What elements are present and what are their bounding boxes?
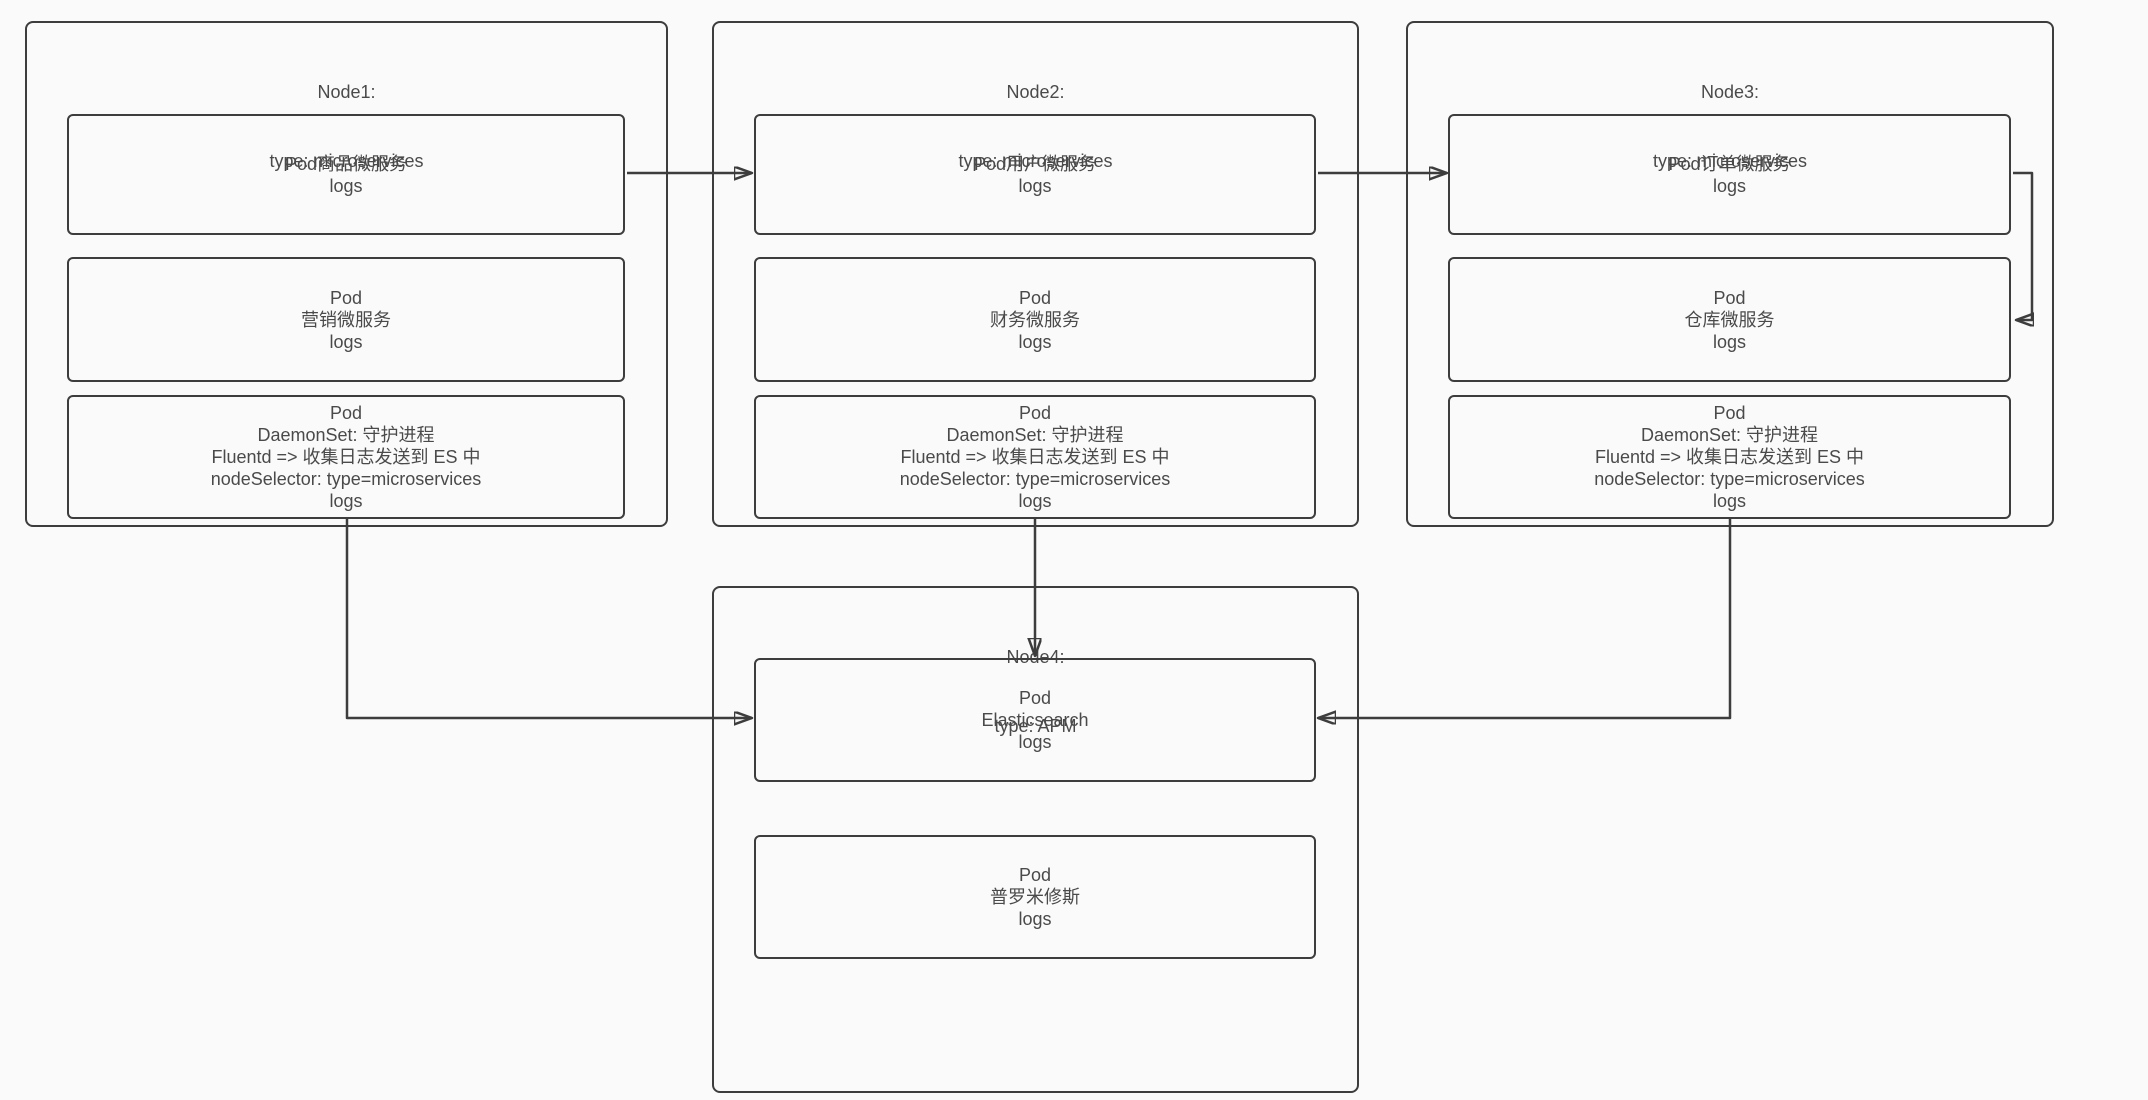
pod-fluentd-daemonset-node3: Pod DaemonSet: 守护进程 Fluentd => 收集日志发送到 E…: [1448, 395, 2011, 519]
pod-text-line: Pod: [1018, 865, 1052, 885]
pod-text-line: Pod用户微服务: [973, 153, 1097, 174]
pod-elasticsearch: Pod Elasticsearch logs: [754, 658, 1316, 782]
pod-text-line: nodeSelector: type=microservices: [1594, 469, 1865, 489]
pod-text-line: logs: [1712, 491, 1747, 511]
node-2-title: Node2: type: microservices: [714, 23, 1357, 219]
pod-text-line: logs: [329, 175, 363, 196]
pod-text-line: Pod: [1018, 688, 1052, 708]
pod-product-service: Pod商品微服务 logs: [67, 114, 625, 235]
node-3-title: Node3: type: microservices: [1408, 23, 2052, 219]
pod-text-line: Pod: [329, 403, 363, 423]
pod-order-service: Pod订单微服务 logs: [1448, 114, 2011, 235]
pod-text-line: logs: [1712, 175, 1747, 196]
pod-text-line: DaemonSet: 守护进程: [1640, 425, 1819, 445]
pod-user-service: Pod用户微服务 logs: [754, 114, 1316, 235]
pod-text-line: Fluentd => 收集日志发送到 ES 中: [211, 447, 481, 467]
pod-prometheus: Pod 普罗米修斯 logs: [754, 835, 1316, 959]
pod-text-line: logs: [1018, 732, 1052, 752]
pod-text-line: Pod: [1713, 403, 1746, 423]
arrow-node3-daemonset-to-elasticsearch: [1318, 517, 1732, 718]
pod-fluentd-daemonset-node2: Pod DaemonSet: 守护进程 Fluentd => 收集日志发送到 E…: [754, 395, 1316, 519]
pod-text-line: Pod: [1018, 287, 1052, 308]
pod-text-line: nodeSelector: type=microservices: [899, 469, 1171, 489]
node-1-type: type: microservices: [269, 151, 424, 171]
node-1-title: Node1: type: microservices: [27, 23, 666, 219]
pod-text-line: 财务微服务: [990, 309, 1080, 330]
pod-text-line: logs: [1018, 175, 1052, 196]
pod-text-line: 仓库微服务: [1684, 309, 1775, 330]
pod-text-line: DaemonSet: 守护进程: [257, 425, 435, 445]
pod-text-line: logs: [1018, 491, 1052, 511]
pod-text-line: Pod: [1018, 403, 1052, 423]
pod-text-line: 营销微服务: [301, 309, 391, 330]
pod-text-line: Fluentd => 收集日志发送到 ES 中: [1594, 447, 1865, 467]
pod-finance-service: Pod 财务微服务 logs: [754, 257, 1316, 382]
pod-text-line: logs: [1018, 331, 1052, 352]
pod-text-line: DaemonSet: 守护进程: [946, 425, 1124, 445]
pod-text-line: Fluentd => 收集日志发送到 ES 中: [900, 447, 1170, 467]
node-4-type: type: APM: [994, 716, 1077, 736]
node-2-type: type: microservices: [958, 151, 1113, 171]
pod-text-line: logs: [1018, 909, 1052, 929]
node-2-microservices: Node2: type: microservices Pod用户微服务 logs…: [712, 21, 1359, 527]
pod-text-line: nodeSelector: type=microservices: [210, 469, 482, 489]
node-1-name: Node1:: [317, 82, 376, 102]
node-4-apm: Node4: type: APM Pod Elasticsearch logs …: [712, 586, 1359, 1093]
pod-text-line: Pod: [329, 287, 363, 308]
node-4-title: Node4: type: APM: [714, 588, 1357, 784]
pod-text-line: logs: [329, 331, 363, 352]
node-3-name: Node3:: [1700, 82, 1760, 102]
pod-text-line: Pod: [1713, 287, 1746, 308]
pod-text-line: Pod订单微服务: [1668, 153, 1791, 174]
pod-fluentd-daemonset-node1: Pod DaemonSet: 守护进程 Fluentd => 收集日志发送到 E…: [67, 395, 625, 519]
pod-warehouse-service: Pod 仓库微服务 logs: [1448, 257, 2011, 382]
pod-text-line: logs: [1712, 331, 1747, 352]
pod-text-line: logs: [329, 491, 363, 511]
node-1-microservices: Node1: type: microservices Pod商品微服务 logs…: [25, 21, 668, 527]
pod-marketing-service: Pod 营销微服务 logs: [67, 257, 625, 382]
pod-text-line: Elasticsearch: [981, 710, 1089, 730]
node-3-type: type: microservices: [1652, 151, 1808, 171]
pod-text-line: Pod商品微服务: [284, 153, 408, 174]
pod-text-line: 普罗米修斯: [990, 887, 1080, 907]
arrow-node1-daemonset-to-elasticsearch: [345, 517, 752, 718]
node-2-name: Node2:: [1006, 82, 1065, 102]
node-3-microservices: Node3: type: microservices Pod订单微服务 logs…: [1406, 21, 2054, 527]
